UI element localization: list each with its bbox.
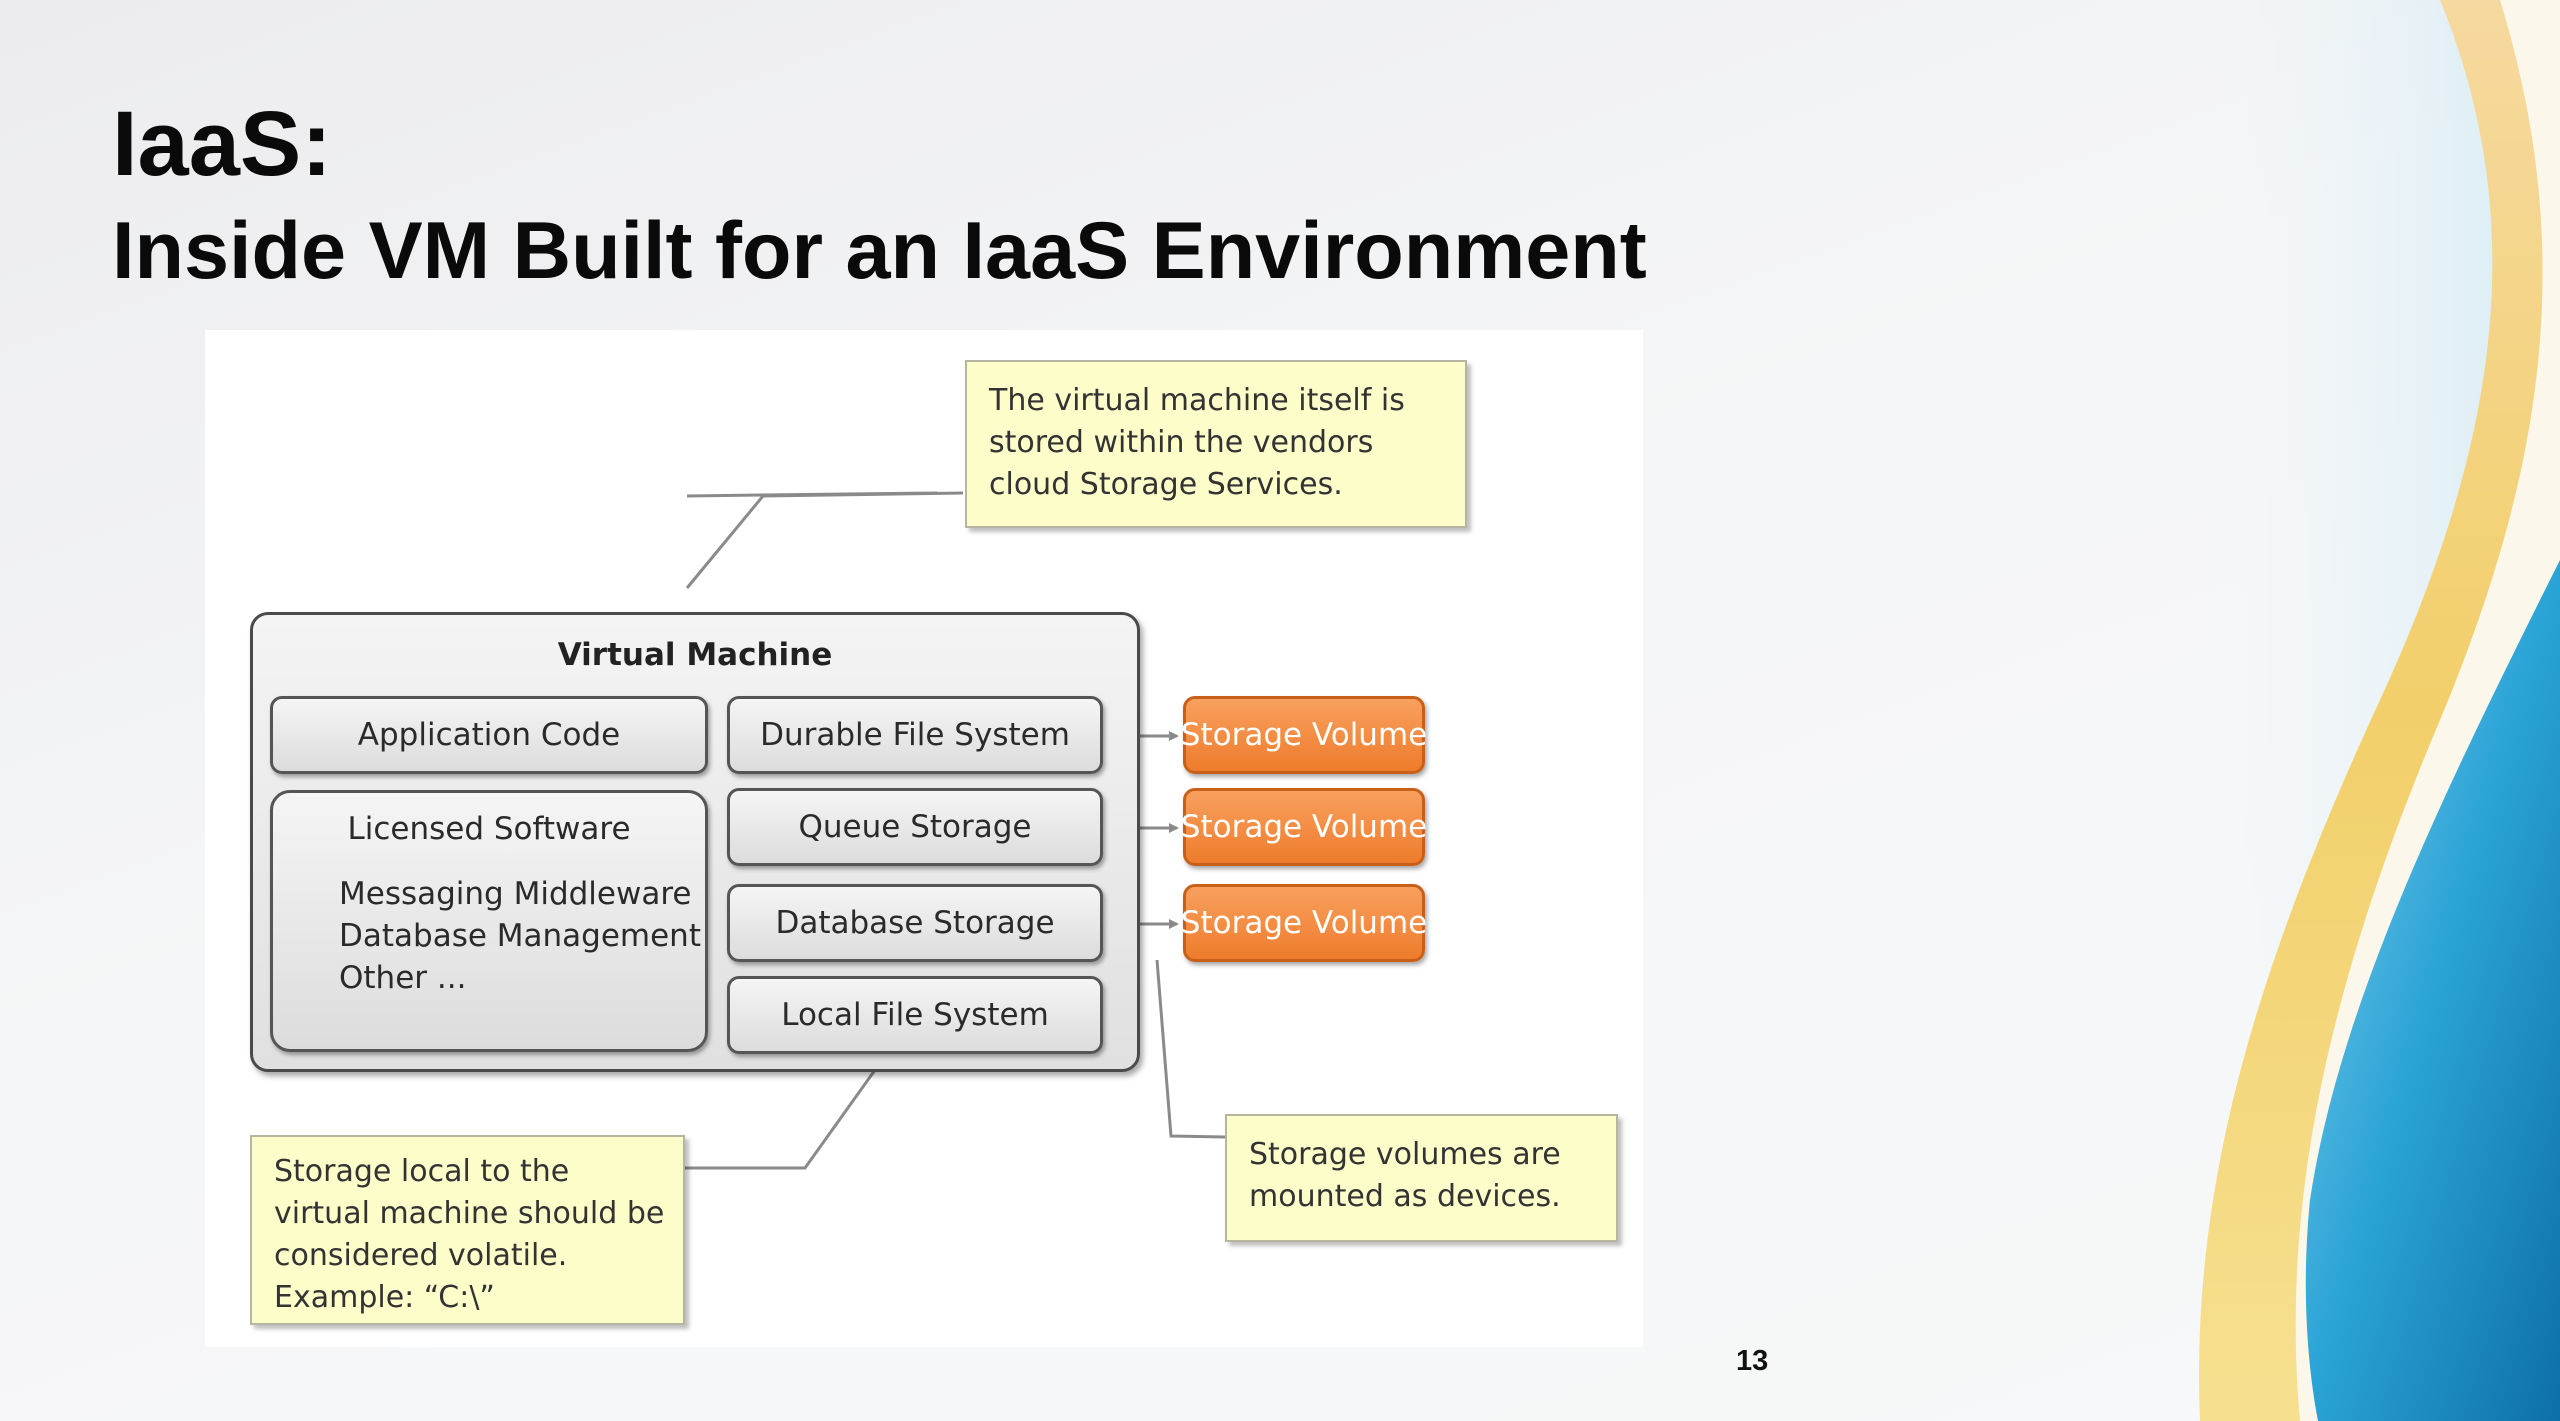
durable-file-system-box: Durable File System bbox=[727, 696, 1103, 774]
callout-line: considered volatile. bbox=[274, 1238, 568, 1273]
callout-line: stored within the vendors bbox=[989, 425, 1374, 460]
bottom-right-callout: Storage volumes are mounted as devices. bbox=[1225, 1114, 1618, 1242]
callout-line: Storage local to the bbox=[274, 1154, 570, 1189]
connector-lines bbox=[685, 491, 1226, 1170]
application-code-box: Application Code bbox=[270, 696, 708, 774]
callout-line: The virtual machine itself is bbox=[989, 383, 1405, 418]
bottom-right-callout-connector bbox=[1155, 959, 1226, 1139]
top-callout-connector-path bbox=[685, 491, 964, 589]
bottom-left-callout-connector bbox=[685, 1055, 887, 1170]
page-number: 13 bbox=[1736, 1345, 1769, 1377]
storage-volume-box: Storage Volume bbox=[1181, 884, 1427, 962]
queue-storage-box: Queue Storage bbox=[727, 788, 1103, 866]
callout-line: cloud Storage Services. bbox=[989, 467, 1343, 502]
callout-line: mounted as devices. bbox=[1249, 1179, 1561, 1214]
storage-volume-box: Storage Volume bbox=[1181, 696, 1427, 774]
licensed-software-item: Database Management bbox=[339, 918, 701, 954]
callout-line: Example: “C:\” bbox=[274, 1280, 495, 1315]
local-file-system-box: Local File System bbox=[727, 976, 1103, 1054]
storage-volume-box: Storage Volume bbox=[1181, 788, 1427, 866]
slide-subtitle: Inside VM Built for an IaaS Environment bbox=[112, 206, 1647, 296]
licensed-software-item: Other ... bbox=[339, 960, 467, 996]
iaas-vm-diagram: The virtual machine itself is stored wit… bbox=[205, 330, 1643, 1347]
vm-title: Virtual Machine bbox=[557, 637, 833, 673]
callout-line: virtual machine should be bbox=[274, 1196, 665, 1231]
database-storage-box: Database Storage bbox=[727, 884, 1103, 962]
top-callout: The virtual machine itself is stored wit… bbox=[965, 360, 1467, 528]
callout-line: Storage volumes are bbox=[1249, 1137, 1561, 1172]
licensed-software-title: Licensed Software bbox=[347, 811, 631, 847]
slide-title: IaaS: bbox=[112, 93, 332, 195]
licensed-software-box: Licensed Software Messaging Middleware D… bbox=[270, 790, 708, 1052]
licensed-software-item: Messaging Middleware bbox=[339, 876, 692, 912]
bottom-left-callout: Storage local to the virtual machine sho… bbox=[250, 1135, 685, 1325]
licensed-software-items: Messaging Middleware Database Management… bbox=[339, 873, 701, 999]
